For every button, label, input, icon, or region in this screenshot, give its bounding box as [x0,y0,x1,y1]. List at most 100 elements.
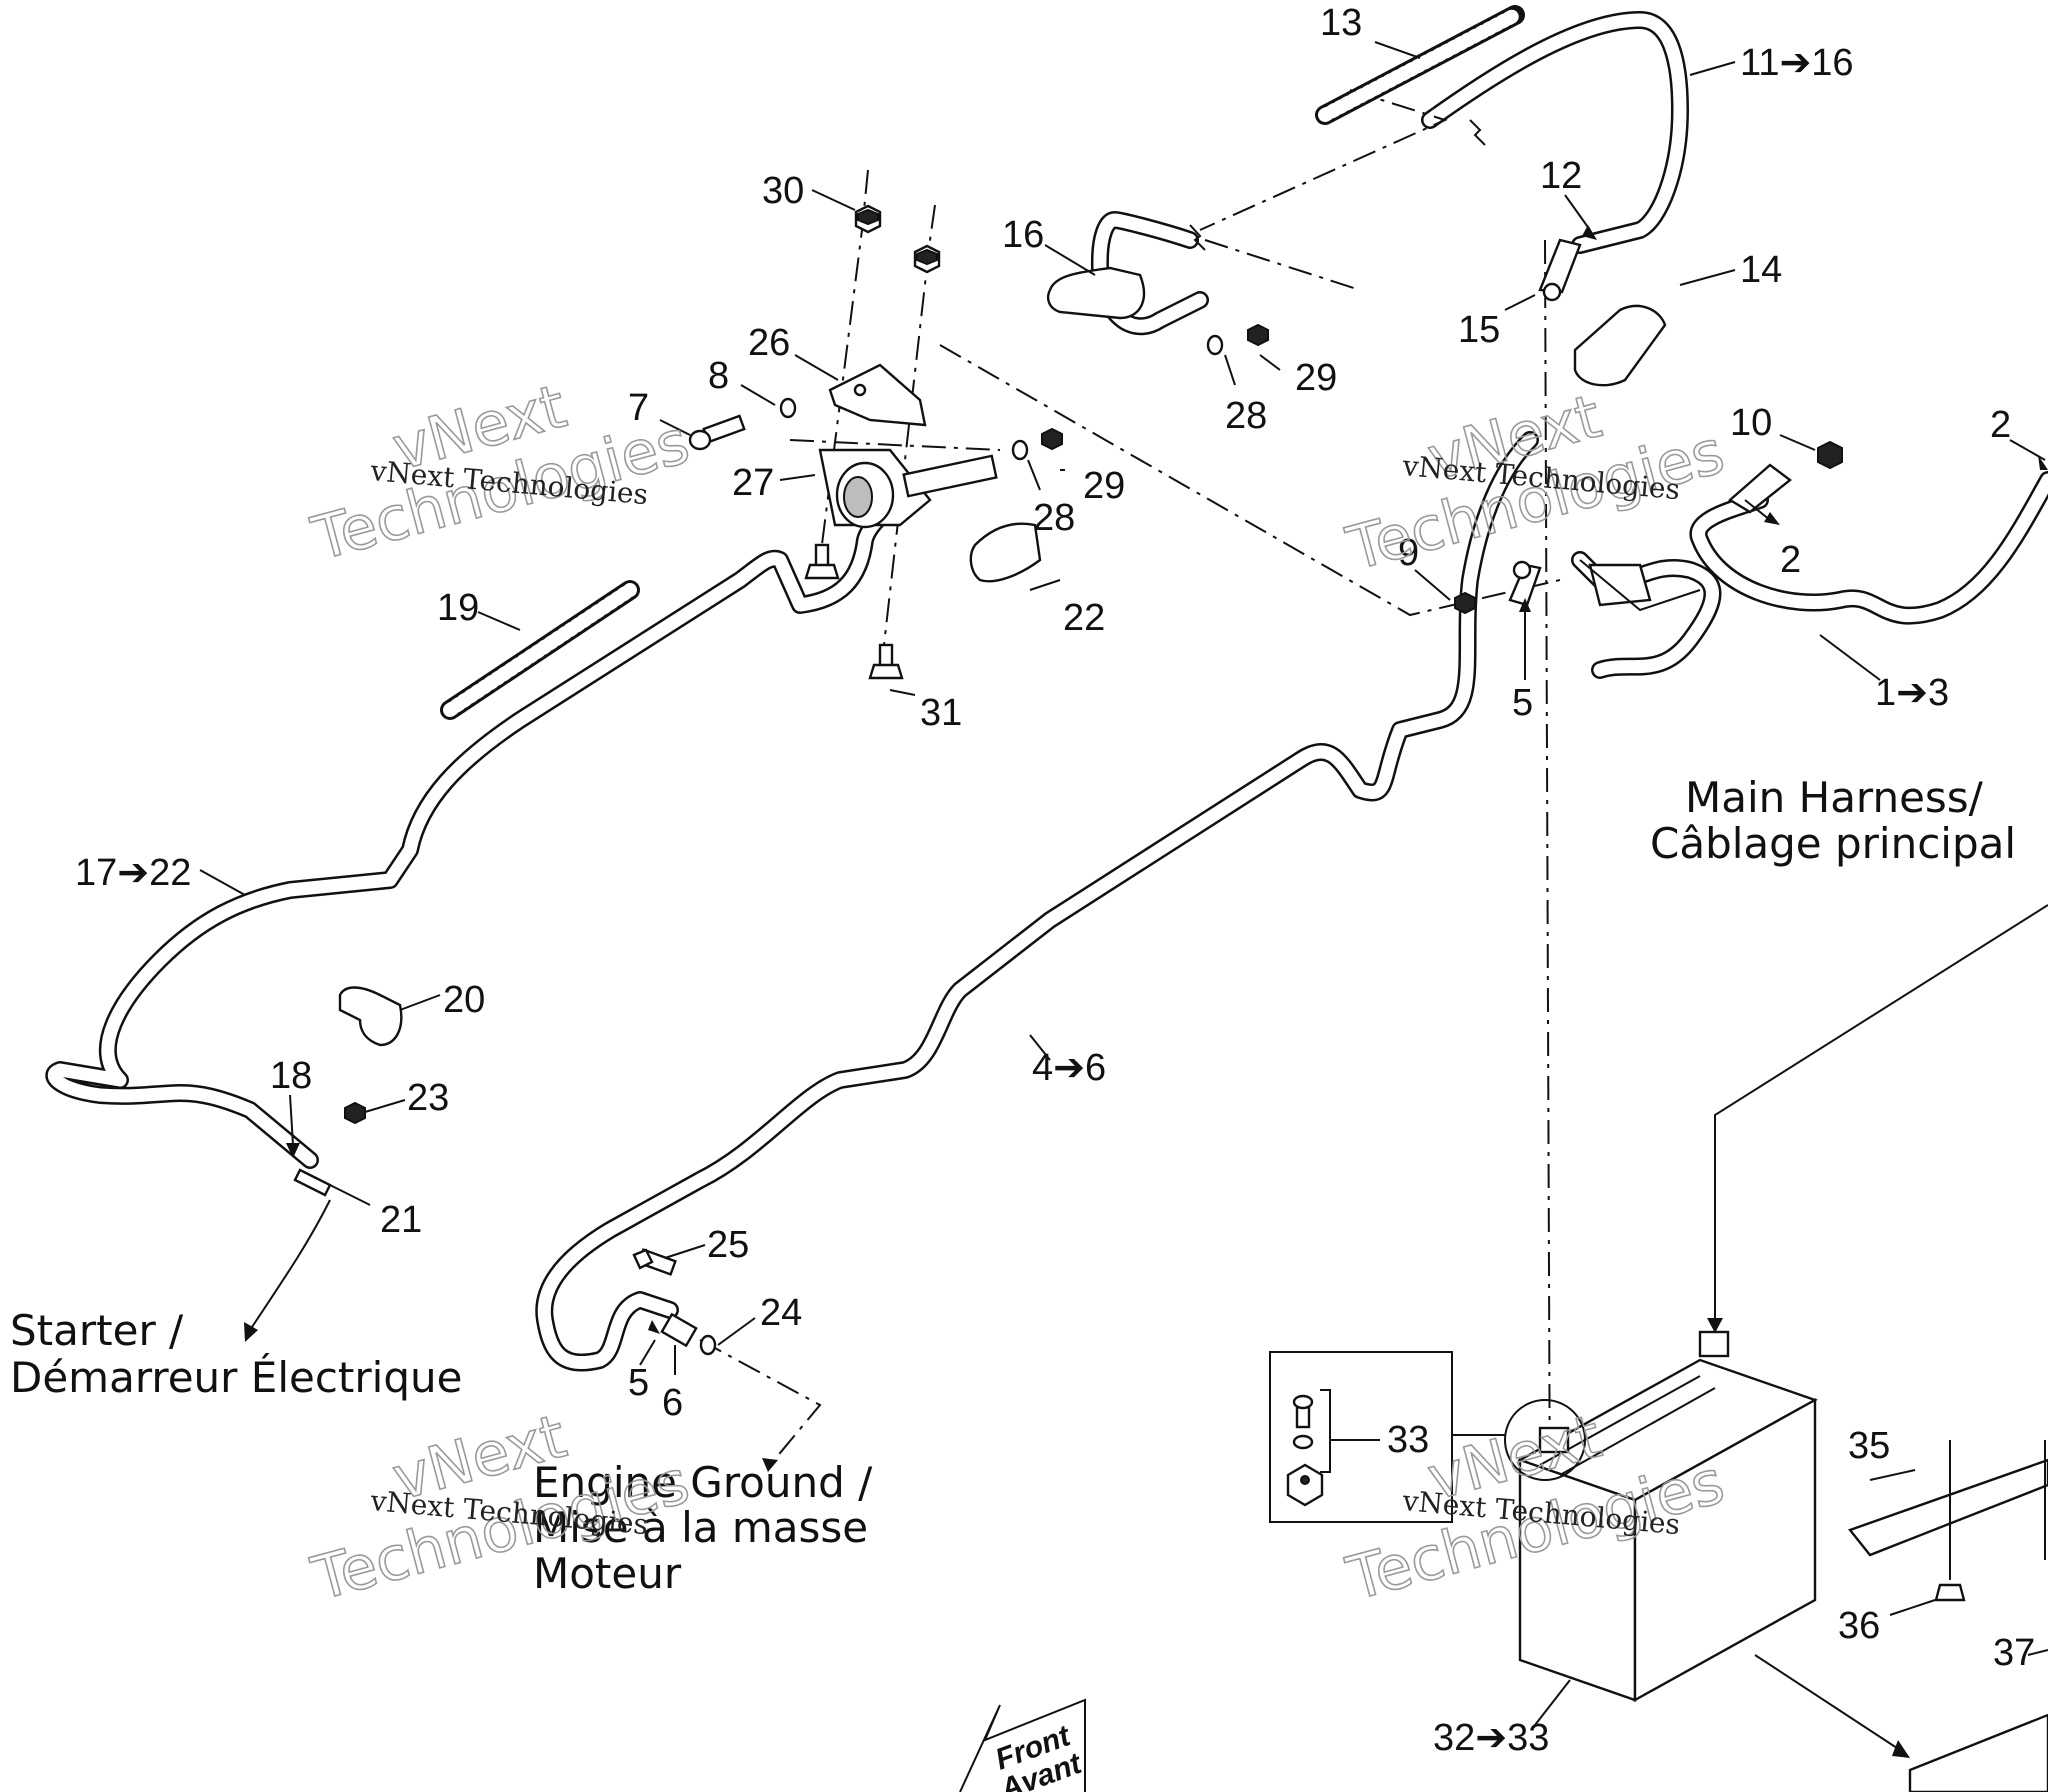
terminal-12-ring [1542,282,1562,302]
strap-lead [1754,1654,1901,1751]
nut-top [913,244,941,274]
hardware-kit-33-box [1269,1351,1505,1523]
sleeve-19 [440,580,640,720]
callout-16: 16 [1002,214,1044,256]
callout-27: 27 [732,462,774,504]
callout-32-33: 32➔33 [1433,1717,1549,1759]
terminal-5-6 [660,1312,698,1348]
callout-28a: 28 [1225,395,1267,437]
callout-1-3: 1➔3 [1875,672,1949,714]
terminal-2 [1727,463,1792,514]
harness-bracket [1579,559,1701,612]
arrow-head [762,1458,778,1472]
cap-20 [338,986,403,1047]
terminal-5-ring [1512,560,1532,580]
callout-37: 37 [1993,1632,2035,1674]
kit-nut [1286,1463,1324,1507]
nut-23 [344,1101,366,1125]
watermark-top-right: vNext Technologies vNext Technologies [1339,381,1732,586]
callout-31: 31 [920,692,962,734]
main-harness-label-line1: Main Harness/ [1685,773,1984,822]
callout-2a: 2 [1990,404,2011,446]
callout-29b: 29 [1083,465,1125,507]
callout-13: 13 [1320,2,1362,44]
callout-8: 8 [708,355,729,397]
battery-positive-lead [1714,904,2048,1330]
engine-ground-label-line2: Mise à la masse [533,1503,868,1552]
kit-bolt [1292,1394,1314,1429]
nut-10 [1817,440,1843,470]
nut-9 [1454,591,1476,615]
washer-24 [699,1334,717,1356]
arrow-head [1707,1318,1723,1333]
callout-20: 20 [443,979,485,1021]
battery-terminal-detail-circle [1504,1399,1586,1481]
cable-11-16 [1090,11,1689,336]
callout-18: 18 [270,1055,312,1097]
front-arrow: Front Avant [959,1698,1088,1792]
arrow-head [286,1143,300,1158]
arrow-head [1892,1740,1910,1758]
callout-35: 35 [1848,1425,1890,1467]
main-harness-label-line2: Câblage principal [1650,819,2016,868]
callout-4-6: 4➔6 [1032,1047,1106,1089]
cap-16 [1046,266,1146,320]
callout-25: 25 [707,1224,749,1266]
callout-numbers: 13 11➔16 12 30 16 14 15 26 8 29 28 7 10 … [75,2,2035,1759]
callout-14: 14 [1740,249,1782,291]
arrow-head [244,1322,258,1342]
engine-ground-label-line1: Engine Ground / [533,1458,873,1507]
callout-28b: 28 [1033,497,1075,539]
callout-12: 12 [1540,155,1582,197]
tray [1908,1713,2048,1792]
callout-23: 23 [407,1077,449,1119]
cable-break-mark [1189,119,1486,251]
kit-washer [1292,1434,1314,1450]
leader-lines [199,41,2048,1726]
callout-21: 21 [380,1199,422,1241]
callout-6: 6 [662,1382,683,1424]
cable-1-3 [1689,471,2048,625]
screw-solenoid [804,543,840,580]
washer-28-b [1011,439,1029,461]
location-labels: Main Harness/ Câblage principal Starter … [10,773,2016,1598]
cap-22 [969,522,1042,583]
callout-30: 30 [762,170,804,212]
bracket-hole [853,383,867,397]
washer-28-a [1206,334,1224,356]
callout-11-16: 11➔16 [1740,42,1854,84]
bracket-26 [828,363,927,427]
cable-4-6 [535,431,1539,1372]
arrow-head [1582,225,1597,240]
callout-24: 24 [760,1292,802,1334]
callout-19: 19 [437,587,479,629]
terminal-21 [293,1168,332,1197]
callout-9: 9 [1398,532,1419,574]
callout-15: 15 [1458,309,1500,351]
nut-29-b [1041,427,1063,451]
callout-26: 26 [748,322,790,364]
callout-17-22: 17➔22 [75,852,191,894]
arrow-head [2038,455,2048,470]
main-harness-connector [1588,563,1652,607]
callout-29a: 29 [1295,357,1337,399]
callout-2b: 2 [1780,539,1801,581]
solenoid-27 [818,448,998,529]
washer-8 [779,397,797,419]
cable-17-22 [45,471,939,1169]
bolt-31 [868,643,904,680]
nut-29-a [1247,323,1269,347]
hold-down-35 [1848,1440,2048,1602]
nut-30 [854,204,882,234]
sleeve-13 [1315,5,1525,125]
bolt-25 [632,1248,677,1276]
engine-ground-label-line3: Moteur [533,1549,682,1598]
callout-5b: 5 [628,1362,649,1404]
callout-10: 10 [1730,402,1772,444]
callout-5a: 5 [1512,682,1533,724]
callout-22: 22 [1063,597,1105,639]
screw-7 [688,414,746,451]
arrow-head [1519,598,1531,612]
